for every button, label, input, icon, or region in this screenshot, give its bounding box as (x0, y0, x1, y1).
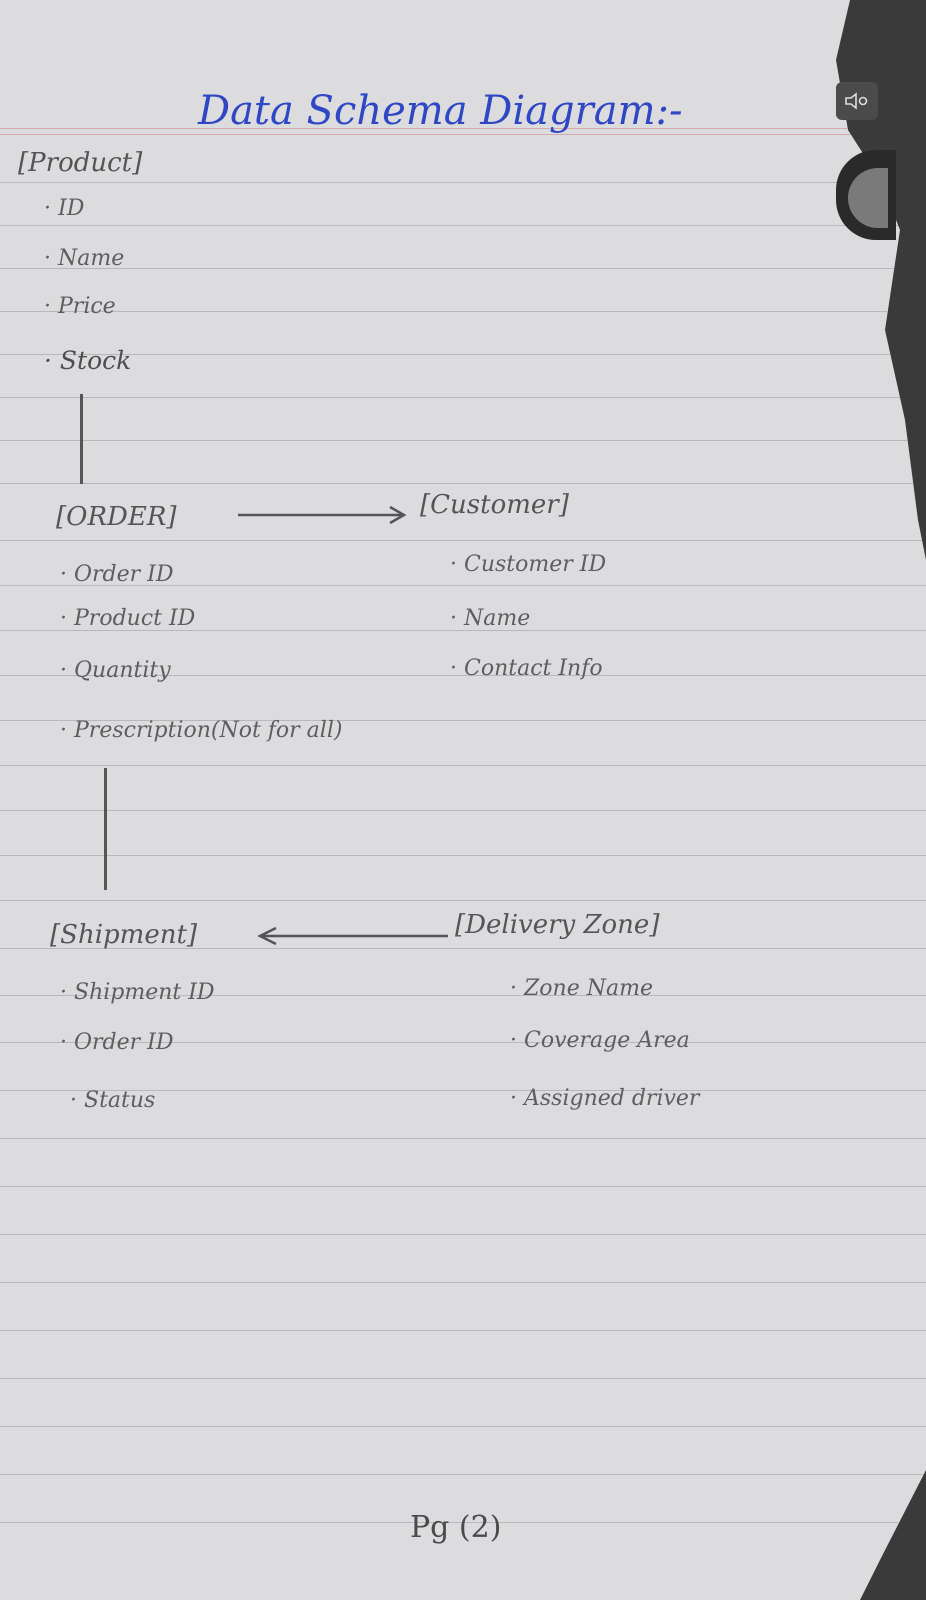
product-order-connector (80, 394, 83, 484)
rule-line (0, 483, 926, 484)
rule-line (0, 397, 926, 398)
diagram-title: Data Schema Diagram:- (198, 88, 683, 134)
rule-line (0, 354, 926, 355)
product-attr-name: · Name (44, 246, 125, 271)
rule-line (0, 182, 926, 183)
rule-line (0, 225, 926, 226)
rule-line (0, 1378, 926, 1379)
entity-shipment-title: [Shipment] (50, 920, 198, 950)
margin-line (0, 134, 926, 135)
rule-line (0, 1234, 926, 1235)
margin-line (0, 128, 926, 129)
customer-attr-name: · Name (450, 606, 531, 631)
rule-line (0, 675, 926, 676)
rule-line (0, 1186, 926, 1187)
zone-to-shipment-arrow (257, 926, 448, 946)
rule-line (0, 855, 926, 856)
rule-line (0, 1138, 926, 1139)
entity-delivery-zone-title: [Delivery Zone] (455, 910, 660, 940)
order-attr-product-id: · Product ID (60, 606, 196, 631)
notebook-binding-ring (848, 168, 888, 228)
page-number: Pg (2) (410, 1510, 502, 1545)
rule-line (0, 268, 926, 269)
entity-order-title: [ORDER] (56, 502, 177, 532)
rule-line (0, 765, 926, 766)
product-attr-stock: · Stock (44, 346, 132, 375)
shipment-attr-status: · Status (70, 1088, 156, 1113)
shipment-attr-shipment-id: · Shipment ID (60, 980, 215, 1005)
rule-line (0, 1282, 926, 1283)
rule-line (0, 810, 926, 811)
rule-line (0, 948, 926, 949)
product-attr-price: · Price (44, 294, 116, 319)
customer-attr-contact-info: · Contact Info (450, 656, 603, 681)
rule-line (0, 995, 926, 996)
rule-line (0, 1090, 926, 1091)
rule-line (0, 440, 926, 441)
order-attr-order-id: · Order ID (60, 562, 174, 587)
speaker-mute-button[interactable] (836, 82, 878, 120)
rule-line (0, 311, 926, 312)
rule-line (0, 720, 926, 721)
zone-attr-zone-name: · Zone Name (510, 976, 653, 1001)
rule-line (0, 630, 926, 631)
order-attr-quantity: · Quantity (60, 658, 171, 683)
shipment-attr-order-id: · Order ID (60, 1030, 174, 1055)
rule-line (0, 1474, 926, 1475)
rule-line (0, 585, 926, 586)
rule-line (0, 1426, 926, 1427)
customer-attr-customer-id: · Customer ID (450, 552, 607, 577)
zone-attr-assigned-driver: · Assigned driver (510, 1086, 700, 1111)
rule-line (0, 1042, 926, 1043)
zone-attr-coverage-area: · Coverage Area (510, 1028, 690, 1053)
rule-line (0, 1522, 926, 1523)
entity-product-title: [Product] (18, 148, 143, 178)
order-shipment-connector (104, 768, 107, 890)
speaker-mute-icon (845, 92, 868, 110)
order-to-customer-arrow (238, 505, 407, 525)
rule-line (0, 1330, 926, 1331)
product-attr-id: · ID (44, 196, 85, 221)
rule-line (0, 540, 926, 541)
rule-line (0, 900, 926, 901)
entity-customer-title: [Customer] (420, 490, 569, 520)
order-attr-prescription: · Prescription(Not for all) (60, 718, 343, 743)
